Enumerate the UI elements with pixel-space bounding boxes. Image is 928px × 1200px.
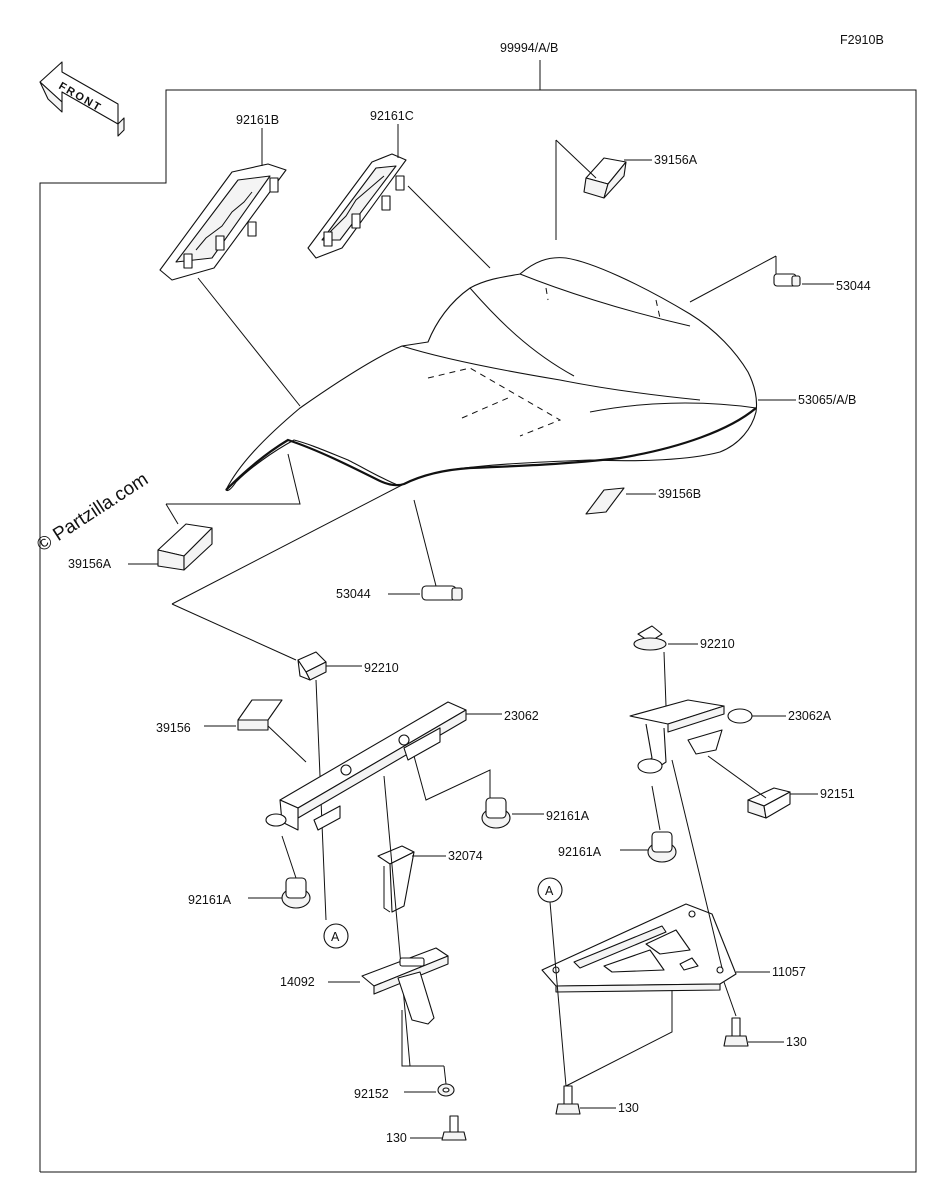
watermark: © Partzilla.com: [33, 469, 152, 556]
bracket-23062A[interactable]: [629, 699, 753, 774]
nut-92210-right[interactable]: [633, 625, 667, 651]
pad-39156[interactable]: [237, 699, 283, 731]
bolt-130-right[interactable]: [723, 1017, 749, 1047]
assembly-frame: [39, 60, 917, 1173]
assembly-label[interactable]: 99994/A/B: [500, 41, 558, 55]
callout-92161A-mid[interactable]: 92161A: [546, 809, 590, 823]
clip-53044-right[interactable]: [773, 273, 801, 287]
callout-14092[interactable]: 14092: [280, 975, 315, 989]
circle-marker-a-left-label: A: [331, 930, 340, 944]
callout-92161A-right[interactable]: 92161A: [558, 845, 602, 859]
stay-32074[interactable]: [377, 845, 415, 913]
clip-53044-mid[interactable]: [421, 585, 463, 601]
callout-130-bottom[interactable]: 130: [386, 1131, 407, 1145]
callout-39156A-top[interactable]: 39156A: [654, 153, 698, 167]
circle-marker-a-left: A: [323, 923, 349, 949]
bolt-130-bottom[interactable]: [441, 1115, 467, 1141]
cushion-92151[interactable]: [747, 787, 791, 819]
callout-130-mid[interactable]: 130: [618, 1101, 639, 1115]
callout-39156B[interactable]: 39156B: [658, 487, 701, 501]
callout-53044-mid[interactable]: 53044: [336, 587, 371, 601]
callout-39156[interactable]: 39156: [156, 721, 191, 735]
sheet-39156B[interactable]: [585, 487, 625, 515]
front-arrow-icon: FRONT: [39, 61, 125, 137]
rubber-pad-92161C[interactable]: [307, 153, 407, 259]
circle-marker-a-right: A: [537, 877, 563, 903]
seat-cowl-part[interactable]: [225, 257, 758, 492]
pad-39156A-top[interactable]: [583, 157, 627, 199]
callout-92161C[interactable]: 92161C: [370, 109, 414, 123]
pad-39156A-left[interactable]: [157, 523, 213, 571]
bolt-130-mid[interactable]: [555, 1085, 581, 1115]
bracket-23062[interactable]: [265, 701, 467, 831]
rubber-pad-92161B[interactable]: [159, 163, 287, 281]
callout-23062A[interactable]: 23062A: [788, 709, 832, 723]
callout-23062[interactable]: 23062: [504, 709, 539, 723]
circle-marker-a-right-label: A: [545, 884, 554, 898]
callout-130-right[interactable]: 130: [786, 1035, 807, 1049]
callout-92210-left[interactable]: 92210: [364, 661, 399, 675]
callout-92152[interactable]: 92152: [354, 1087, 389, 1101]
figure-code: F2910B: [840, 33, 884, 47]
callout-53065[interactable]: 53065/A/B: [798, 393, 856, 407]
callout-92151[interactable]: 92151: [820, 787, 855, 801]
callout-11057[interactable]: 11057: [772, 965, 806, 979]
callout-53044-right[interactable]: 53044: [836, 279, 871, 293]
callout-92210-right[interactable]: 92210: [700, 637, 735, 651]
bushing-92161A-right[interactable]: [647, 831, 677, 863]
plate-11057[interactable]: [541, 903, 737, 993]
bushing-92161A-mid[interactable]: [481, 797, 511, 829]
nut-92210-left[interactable]: [297, 651, 327, 681]
bushing-92161A-left[interactable]: [281, 877, 311, 909]
callout-32074[interactable]: 32074: [448, 849, 483, 863]
callout-92161B[interactable]: 92161B: [236, 113, 279, 127]
washer-92152[interactable]: [437, 1083, 455, 1097]
bracket-14092[interactable]: [361, 947, 449, 1025]
callout-39156A-left[interactable]: 39156A: [68, 557, 112, 571]
callout-92161A-left[interactable]: 92161A: [188, 893, 232, 907]
